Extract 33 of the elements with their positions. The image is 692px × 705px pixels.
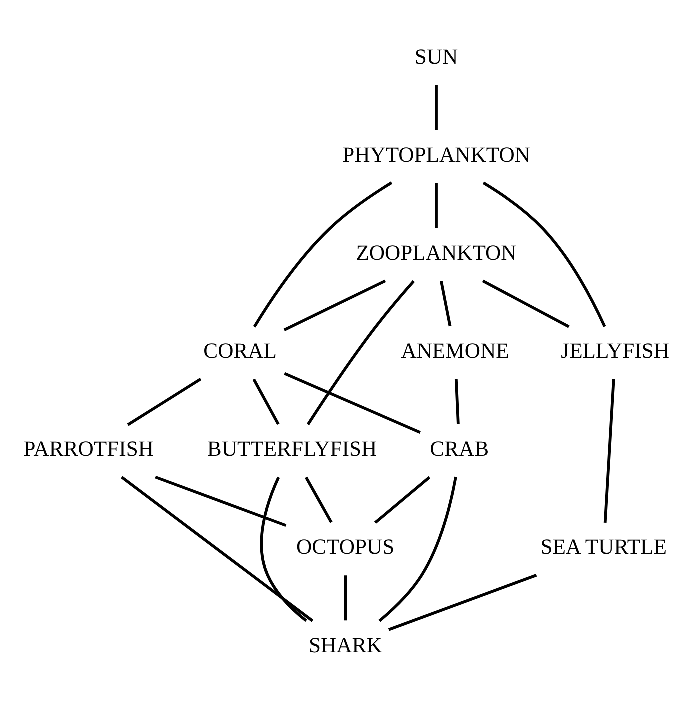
connector — [284, 279, 386, 331]
connector — [305, 476, 333, 523]
node-text: PARROTFISH — [24, 436, 154, 461]
connector — [435, 182, 438, 228]
connector — [454, 378, 460, 424]
node-text: JELLYFISH — [561, 338, 670, 363]
node-text: BUTTERFLYFISH — [207, 436, 378, 461]
node-text: ANEMONE — [401, 338, 510, 363]
connector — [252, 378, 280, 425]
connector — [482, 181, 606, 327]
connector — [344, 575, 348, 620]
connector — [260, 476, 308, 622]
connector — [253, 181, 393, 328]
node-text: PHYTOPLANKTON — [342, 142, 530, 166]
connector — [284, 372, 421, 434]
node-text: SEA TURTLE — [540, 534, 667, 559]
connector — [482, 279, 570, 328]
connector — [155, 475, 287, 527]
connector — [306, 280, 416, 425]
node-text: CRAB — [430, 436, 490, 461]
connector — [440, 280, 452, 326]
connector — [121, 476, 314, 622]
connector — [127, 377, 202, 426]
connector — [388, 574, 538, 631]
node-text: CORAL — [204, 338, 277, 363]
node-text: SUN — [414, 44, 458, 68]
node-text: SHARK — [308, 632, 382, 657]
connector — [374, 476, 431, 524]
connector — [378, 476, 458, 622]
connector — [435, 84, 438, 130]
node-text: ZOOPLANKTON — [356, 240, 517, 264]
connector — [604, 378, 616, 523]
node-text: OCTOPUS — [296, 534, 395, 559]
